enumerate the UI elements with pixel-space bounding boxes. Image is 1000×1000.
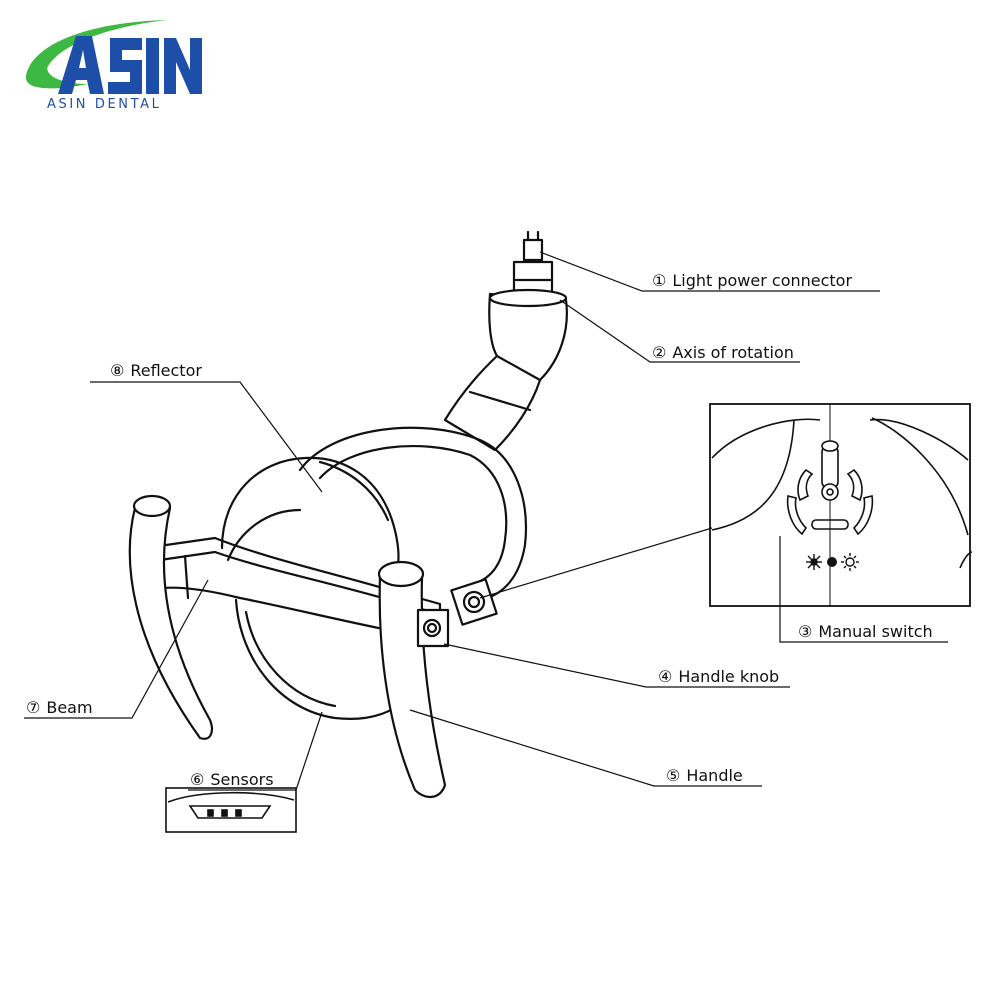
label-handle-knob: ④ Handle knob [658, 667, 779, 686]
label-number: ① [652, 271, 667, 290]
label-reflector: ⑧ Reflector [110, 361, 202, 380]
sun-small-icon [806, 554, 822, 570]
manual-switch-detail [709, 403, 973, 607]
label-text: Light power connector [672, 271, 853, 290]
leader-lines [24, 251, 948, 791]
label-text: Manual switch [818, 622, 933, 641]
label-number: ③ [798, 622, 813, 641]
label-number: ⑥ [190, 770, 205, 789]
sun-large-icon [841, 553, 859, 571]
left-handle-part [128, 494, 213, 740]
label-number: ④ [658, 667, 673, 686]
logo-subtitle: ASIN DENTAL [47, 97, 162, 112]
sensor-detail [165, 787, 297, 833]
label-axis-of-rotation: ② Axis of rotation [652, 343, 794, 362]
swivel-arm-part [443, 288, 568, 452]
label-number: ⑦ [26, 698, 41, 717]
logo-graphic [25, 20, 202, 94]
yoke-part [298, 426, 527, 602]
logo-swoosh [25, 20, 169, 89]
label-light-power-connector: ① Light power connector [652, 271, 852, 290]
power-connector-part [512, 230, 554, 298]
label-number: ⑧ [110, 361, 125, 380]
handle-knob-part [416, 578, 498, 648]
label-sensors: ⑥ Sensors [190, 770, 274, 789]
switch-dot [827, 557, 837, 567]
label-handle: ⑤ Handle [666, 766, 743, 785]
label-beam: ⑦ Beam [26, 698, 93, 717]
label-number: ⑤ [666, 766, 681, 785]
label-text: Handle knob [678, 667, 780, 686]
reflector-part [220, 456, 400, 582]
label-text: Sensors [210, 770, 274, 789]
label-manual-switch: ③ Manual switch [798, 622, 933, 641]
asin-dental-logo [18, 14, 208, 124]
label-text: Beam [46, 698, 93, 717]
label-text: Handle [686, 766, 743, 785]
label-text: Reflector [130, 361, 202, 380]
logo-letters [58, 36, 202, 94]
label-text: Axis of rotation [672, 343, 794, 362]
label-number: ② [652, 343, 667, 362]
right-handle-part [377, 560, 447, 798]
